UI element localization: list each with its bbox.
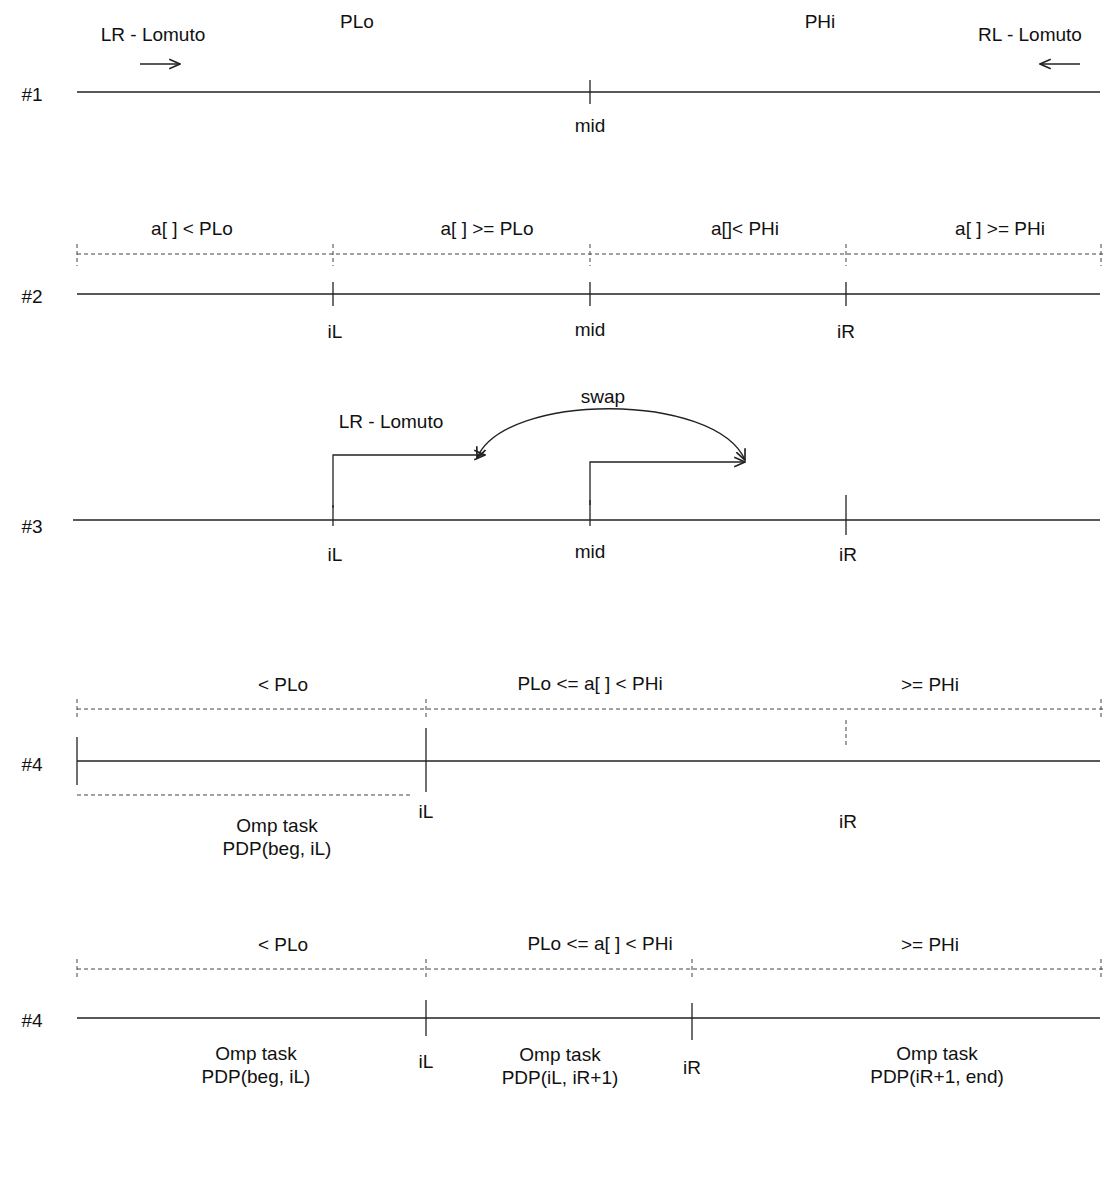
index-label: iR (837, 321, 855, 344)
range-label: a[ ] < PLo (151, 218, 233, 241)
range-label: >= PHi (901, 934, 959, 957)
range-tick (77, 699, 78, 719)
range-label: < PLo (258, 674, 308, 697)
array-line (77, 760, 1100, 761)
range-label: a[ ] >= PLo (441, 218, 534, 241)
index-label: iR (839, 811, 857, 834)
direction-label: LR - Lomuto (339, 411, 444, 434)
tick-mark (845, 282, 846, 306)
array-line (77, 1017, 1100, 1018)
range-label: < PLo (258, 934, 308, 957)
tick-mark (425, 1000, 426, 1036)
direction-arrow (140, 63, 180, 64)
pivot-label: PHi (805, 11, 836, 34)
array-line (77, 91, 1100, 92)
range-tick (77, 959, 78, 979)
range-tick (77, 244, 78, 266)
index-label: iR (683, 1057, 701, 1080)
range-line (77, 969, 1103, 970)
index-label: mid (575, 115, 606, 138)
range-label: a[]< PHi (711, 218, 779, 241)
pivot-label: PLo (340, 11, 374, 34)
index-label: iL (419, 801, 434, 824)
task-label: Omp task PDP(iL, iR+1) (498, 1044, 623, 1090)
tick-mark (332, 282, 333, 306)
task-label: Omp task PDP(beg, iL) (215, 815, 340, 861)
range-label: a[ ] >= PHi (955, 218, 1045, 241)
swap-label: swap (577, 386, 629, 409)
array-line (77, 293, 1100, 294)
range-tick (1101, 959, 1102, 979)
scan-arrow (333, 455, 485, 508)
task-label: Omp task PDP(beg, iL) (194, 1043, 319, 1089)
tick-mark (589, 80, 590, 104)
index-label: mid (575, 541, 606, 564)
step-number: #2 (21, 286, 42, 309)
tick-mark (589, 282, 590, 306)
index-label: iL (328, 544, 343, 567)
tick-mark (589, 500, 590, 526)
index-label: mid (575, 319, 606, 342)
step-number: #3 (21, 516, 42, 539)
step-number: #4 (21, 754, 42, 777)
range-tick (590, 244, 591, 266)
range-tick (333, 244, 334, 266)
direction-label: RL - Lomuto (978, 24, 1082, 47)
tick-mark (332, 505, 333, 526)
range-tick (1101, 244, 1102, 266)
tick-mark (845, 495, 846, 535)
task-label: Omp task PDP(iR+1, end) (867, 1043, 1007, 1089)
direction-label: LR - Lomuto (101, 24, 206, 47)
range-tick (426, 699, 427, 719)
range-tick (426, 959, 427, 979)
range-line (77, 709, 1103, 710)
direction-arrow (1040, 63, 1080, 64)
tick-mark (691, 1003, 692, 1040)
range-label: >= PHi (901, 674, 959, 697)
step-number: #4 (21, 1010, 42, 1033)
range-tick (692, 959, 693, 979)
range-tick (846, 720, 847, 748)
scan-arrow (590, 462, 745, 505)
index-label: iR (839, 544, 857, 567)
range-label: PLo <= a[ ] < PHi (527, 933, 672, 956)
step-number: #1 (21, 84, 42, 107)
tick-mark (425, 728, 426, 792)
array-line (73, 519, 1100, 520)
range-tick (846, 244, 847, 266)
range-tick (1101, 699, 1102, 719)
tick-mark (76, 737, 77, 785)
task-range-line (77, 795, 412, 796)
index-label: iL (419, 1051, 434, 1074)
range-label: PLo <= a[ ] < PHi (517, 673, 662, 696)
index-label: iL (328, 321, 343, 344)
swap-arc (477, 409, 745, 460)
